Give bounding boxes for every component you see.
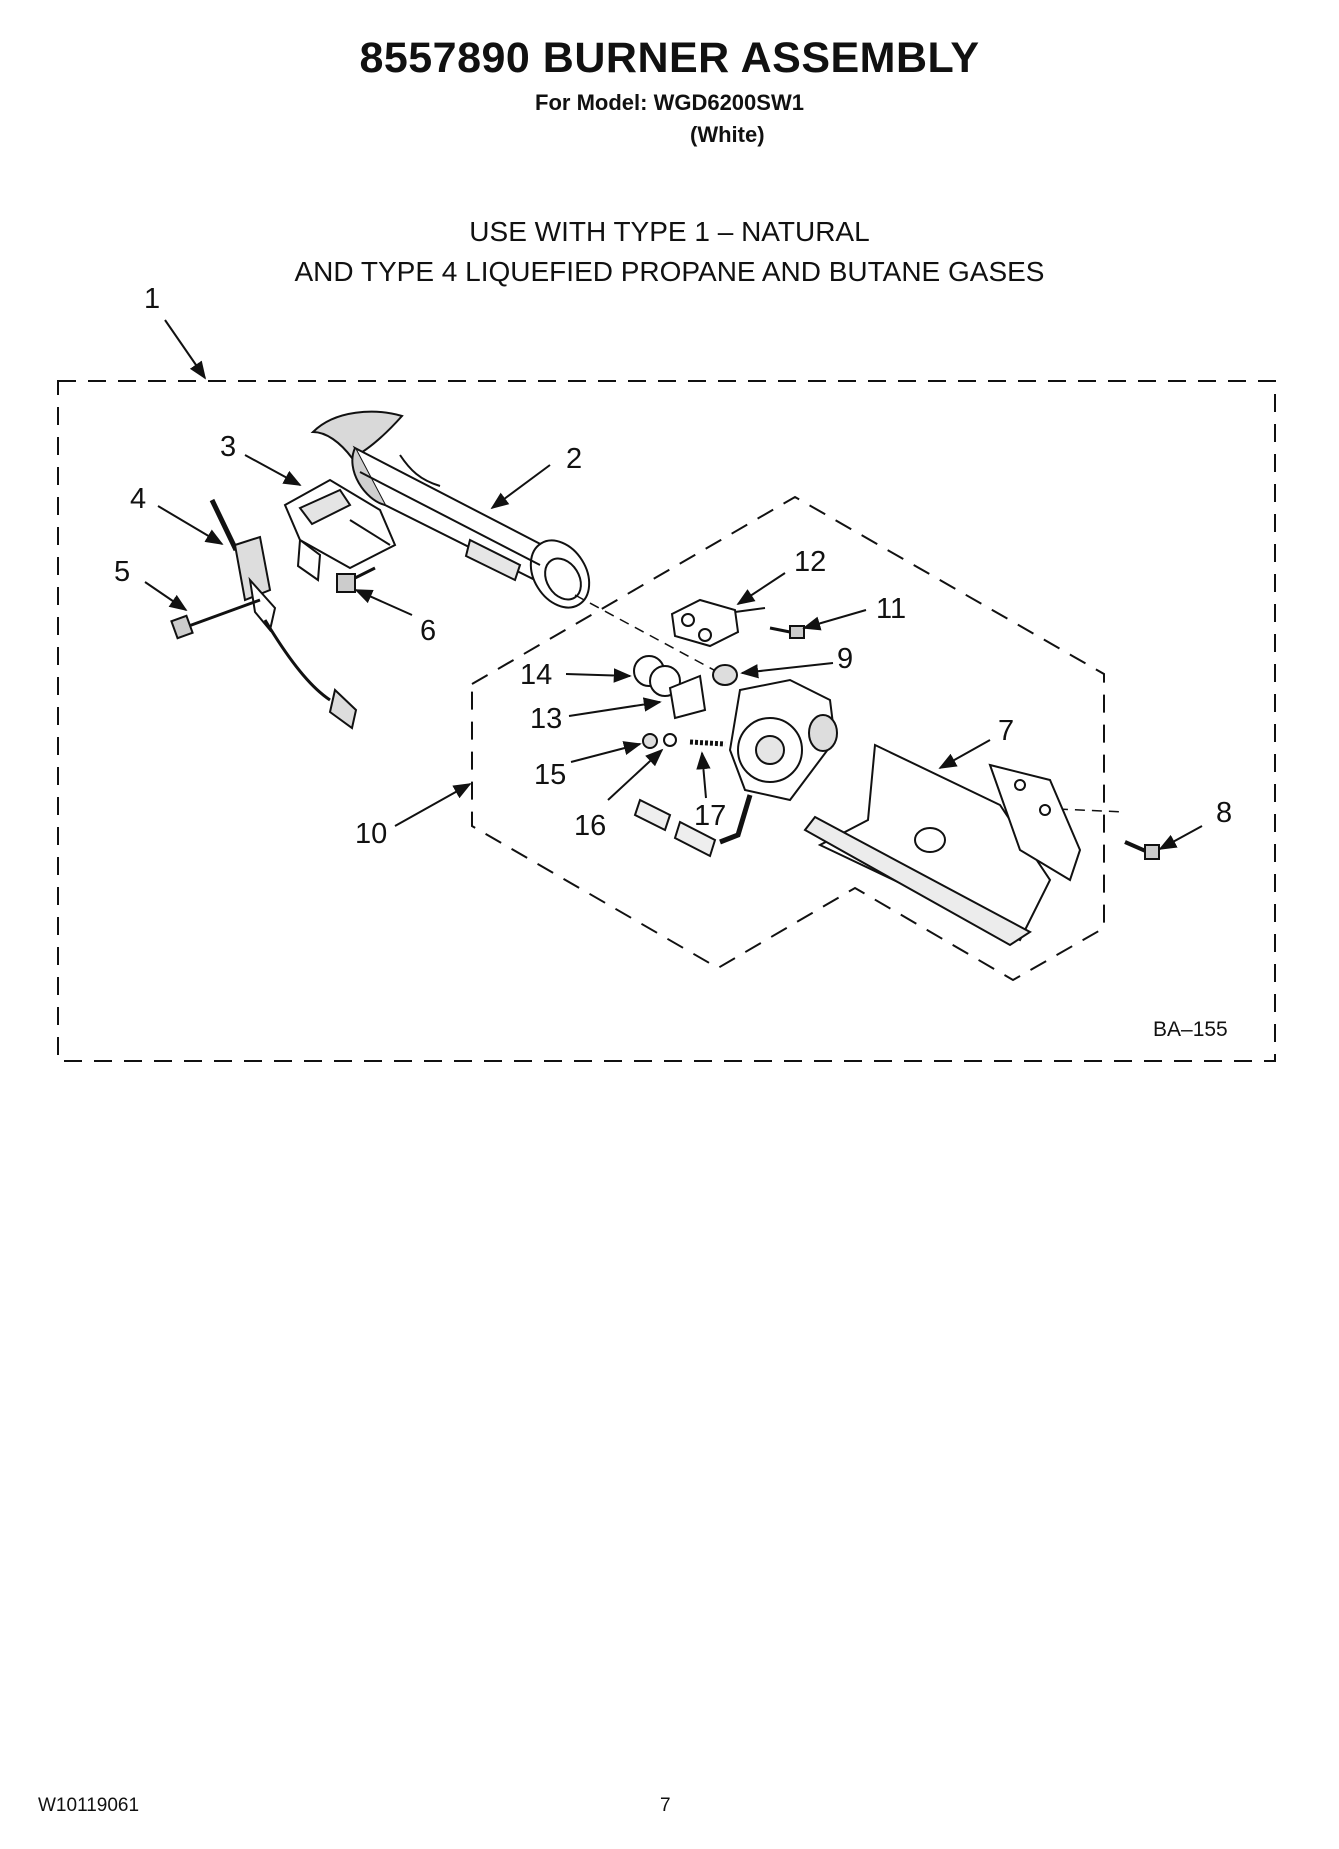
callout-6: 6 <box>420 615 436 647</box>
callout-9: 9 <box>837 643 853 675</box>
callout-16: 16 <box>574 810 606 842</box>
callout-8: 8 <box>1216 797 1232 829</box>
igniter <box>209 498 358 730</box>
callout-11: 11 <box>876 593 906 625</box>
valve-bracket <box>803 743 1082 947</box>
valve-coils <box>633 655 726 749</box>
alignment-line <box>574 594 726 677</box>
gas-type-line-2: AND TYPE 4 LIQUEFIED PROPANE AND BUTANE … <box>294 256 1045 287</box>
page-number: 7 <box>660 1795 671 1816</box>
model-color: (White) <box>690 122 765 147</box>
callout-14: 14 <box>520 659 552 691</box>
gas-valve <box>633 664 838 858</box>
callout-5: 5 <box>114 556 130 588</box>
igniter-bracket <box>283 478 397 582</box>
callout-17: 17 <box>694 800 726 832</box>
callout-labels: 1 2 3 4 5 6 7 8 9 10 11 12 13 14 15 16 1… <box>114 283 1232 1041</box>
callout-15: 15 <box>534 759 566 791</box>
assembly-frame <box>57 380 1276 1062</box>
callout-1: 1 <box>144 283 160 315</box>
valve-assembly-frame <box>471 495 1105 982</box>
gas-type-line-1: USE WITH TYPE 1 – NATURAL <box>469 216 870 247</box>
callout-3: 3 <box>220 431 236 463</box>
diagram-reference: BA–155 <box>1153 1018 1228 1041</box>
igniter-screw <box>170 598 261 640</box>
callout-7: 7 <box>998 715 1014 747</box>
burner-tube <box>310 410 591 609</box>
flame-sensor <box>670 598 805 648</box>
document-number: W10119061 <box>38 1795 140 1816</box>
callout-2: 2 <box>566 443 582 475</box>
callout-4: 4 <box>130 483 146 515</box>
page-title: 8557890 BURNER ASSEMBLY <box>359 34 980 82</box>
model-number: For Model: WGD6200SW1 <box>535 90 804 115</box>
callout-10: 10 <box>355 818 387 850</box>
bracket-screw <box>336 566 376 593</box>
callout-12: 12 <box>794 546 826 578</box>
callout-13: 13 <box>530 703 562 735</box>
leader-lines <box>144 319 1203 850</box>
bracket-screw-8 <box>1124 840 1160 860</box>
